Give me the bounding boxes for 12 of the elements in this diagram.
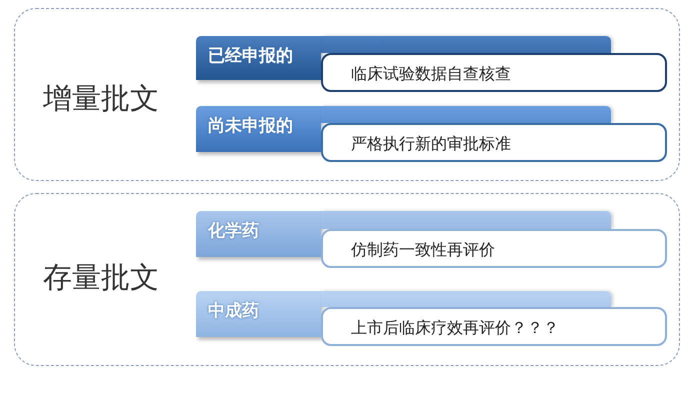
statement-box: 仿制药一致性再评价 <box>321 229 667 268</box>
statement-box: 上市后临床疗效再评价？？？ <box>321 307 667 346</box>
group-panel <box>14 8 680 181</box>
category-tab: 化学药 <box>196 211 321 257</box>
category-tab: 已经申报的 <box>196 36 321 80</box>
category-tab: 中成药 <box>196 291 321 337</box>
category-tab: 尚未申报的 <box>196 106 321 152</box>
group-title: 存量批文 <box>43 259 159 296</box>
statement-box: 严格执行新的审批标准 <box>321 123 667 162</box>
group-panel <box>14 193 680 366</box>
statement-box: 临床试验数据自查核查 <box>321 53 667 92</box>
group-title: 增量批文 <box>43 80 159 117</box>
